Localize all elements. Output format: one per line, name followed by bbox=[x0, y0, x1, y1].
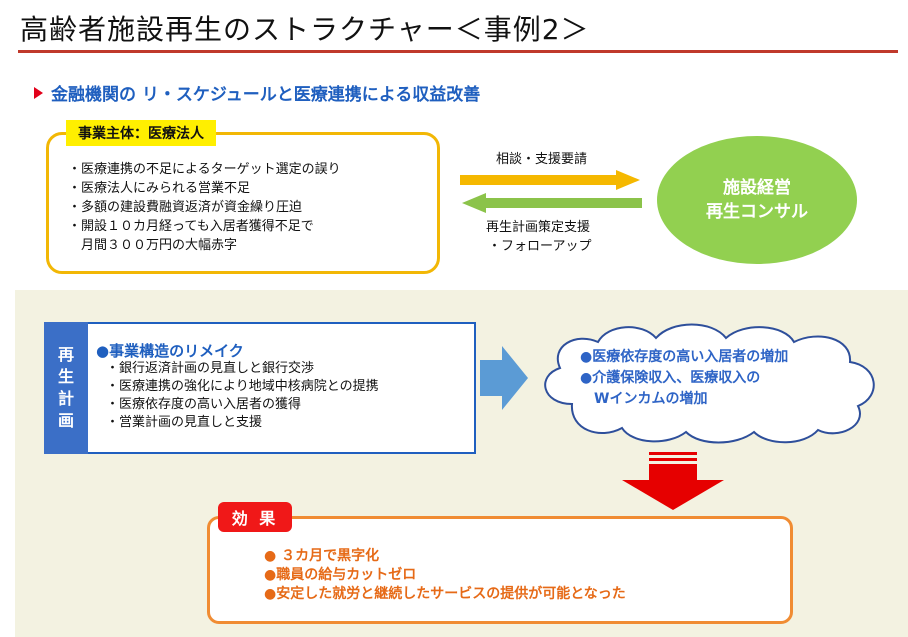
outcome-line: ●介護保険収入、医療収入の bbox=[580, 370, 761, 386]
consultant-ellipse: 施設経営 再生コンサル bbox=[657, 136, 857, 264]
plan-side-char: 計 bbox=[57, 389, 74, 408]
list-item: ・開設１０カ月経っても入居者獲得不足で bbox=[68, 219, 314, 234]
triangle-bullet-icon bbox=[34, 86, 43, 99]
list-item: ・医療連携の不足によるターゲット選定の誤り bbox=[68, 162, 341, 177]
support-label: 再生計画策定支援 ・フォローアップ bbox=[486, 218, 591, 256]
list-item: ●職員の給与カットゼロ bbox=[264, 567, 417, 583]
list-item: ● ３カ月で黒字化 bbox=[264, 548, 380, 564]
consult-request-label: 相談・支援要請 bbox=[496, 152, 588, 167]
title-underline bbox=[18, 50, 898, 53]
plan-side-char: 生 bbox=[57, 367, 74, 386]
block-arrow-right-icon bbox=[480, 346, 528, 410]
effect-list: ● ３カ月で黒字化 ●職員の給与カットゼロ ●安定した就労と継続したサービスの提… bbox=[264, 547, 626, 604]
list-item: ・銀行返済計画の見直しと銀行交渉 bbox=[106, 361, 315, 376]
list-item: ・医療法人にみられる営業不足 bbox=[68, 181, 251, 196]
entity-box bbox=[46, 132, 440, 274]
plan-item-list: ・銀行返済計画の見直しと銀行交渉 ・医療連携の強化により地域中核病院との提携 ・… bbox=[106, 360, 379, 432]
consultant-line: 再生コンサル bbox=[706, 202, 808, 222]
plan-box bbox=[44, 322, 476, 454]
plan-side-char: 再 bbox=[57, 345, 74, 364]
arrow-left-icon bbox=[462, 193, 642, 213]
list-item: 月間３００万円の大幅赤字 bbox=[68, 238, 238, 253]
subtitle: 金融機関の リ・スケジュールと医療連携による収益改善 bbox=[51, 85, 481, 105]
list-item: ・営業計画の見直しと支援 bbox=[106, 415, 263, 430]
support-label-line: 再生計画策定支援 bbox=[486, 220, 591, 235]
entity-label: 事業主体：医療法人 bbox=[66, 120, 216, 146]
entity-issue-list: ・医療連携の不足によるターゲット選定の誤り ・医療法人にみられる営業不足 ・多額… bbox=[68, 160, 341, 255]
outcome-line: Wインカムの増加 bbox=[580, 391, 708, 407]
list-item: ●安定した就労と継続したサービスの提供が可能となった bbox=[264, 586, 626, 602]
support-label-line: ・フォローアップ bbox=[488, 239, 592, 254]
plan-heading: ●事業構造のリメイク bbox=[96, 342, 244, 360]
outcome-line: ●医療依存度の高い入居者の増加 bbox=[580, 349, 789, 365]
subtitle-row: 金融機関の リ・スケジュールと医療連携による収益改善 bbox=[34, 80, 480, 105]
list-item: ・多額の建設費融資返済が資金繰り圧迫 bbox=[68, 200, 303, 215]
list-item: ・医療連携の強化により地域中核病院との提携 bbox=[106, 379, 379, 394]
effect-label: 効 果 bbox=[218, 502, 292, 532]
plan-side-char: 画 bbox=[57, 411, 74, 430]
arrow-right-icon bbox=[460, 170, 640, 190]
effect-box bbox=[207, 516, 793, 624]
page-title: 高齢者施設再生のストラクチャー＜事例2＞ bbox=[20, 13, 590, 46]
arrow-down-icon bbox=[622, 452, 724, 510]
consultant-line: 施設経営 bbox=[723, 178, 791, 198]
outcome-cloud-shape bbox=[544, 323, 875, 444]
list-item: ・医療依存度の高い入居者の獲得 bbox=[106, 397, 302, 412]
plan-side-label: 再 生 計 画 bbox=[44, 322, 88, 454]
outcome-text: ●医療依存度の高い入居者の増加 ●介護保険収入、医療収入の Wインカムの増加 bbox=[580, 347, 788, 410]
